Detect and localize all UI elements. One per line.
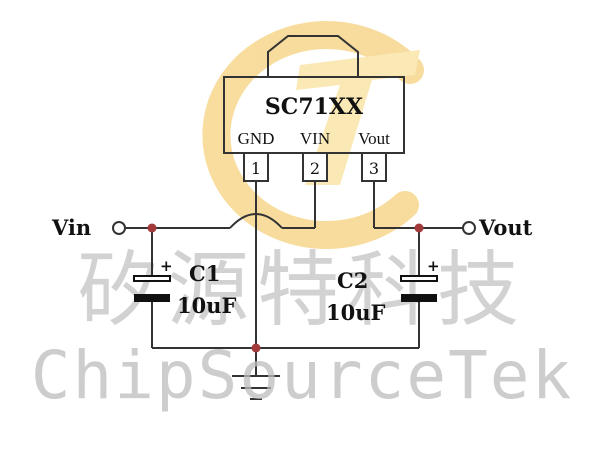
pin-label-vin: VIN: [300, 129, 330, 148]
c2-value: 10uF: [326, 300, 385, 325]
ground-symbol: [232, 375, 280, 400]
label-vout: Vout: [478, 215, 533, 240]
wires: [126, 181, 462, 375]
pin-3-number: 3: [369, 159, 379, 178]
capacitor-c2: + C2 10uF: [326, 257, 440, 325]
pin-3-box: [361, 152, 387, 182]
c1-ref: C1: [189, 261, 220, 286]
capacitor-c1: + C1 10uF: [133, 257, 236, 318]
c2-ref: C2: [337, 268, 368, 293]
terminal-vin: [112, 221, 126, 235]
c2-polarity: +: [427, 257, 440, 275]
watermark-english: ChipSourceTek: [31, 337, 574, 414]
terminal-vout: [462, 221, 476, 235]
c2-plate-positive: [400, 275, 438, 282]
c1-value: 10uF: [177, 293, 236, 318]
c1-plate-negative: [134, 294, 170, 302]
label-vin: Vin: [51, 215, 91, 240]
junctions: [147, 223, 424, 353]
pin-label-gnd: GND: [238, 129, 275, 148]
pin-label-vout: Vout: [358, 129, 390, 148]
watermark-chinese: 矽源特科技: [77, 243, 527, 338]
pin-2-box: [302, 152, 328, 182]
c1-plate-positive: [133, 275, 171, 282]
logo-t-bar: [296, 50, 420, 185]
pin-1-number: 1: [251, 159, 261, 178]
ic-package: SC71XX GND VIN Vout 1 2 3: [223, 35, 405, 182]
c2-plate-negative: [401, 294, 437, 302]
ic-name: SC71XX: [265, 94, 364, 120]
junction-vin-c1: [147, 223, 157, 233]
pin-2-number: 2: [310, 159, 320, 178]
ic-tab: [267, 35, 359, 77]
junction-vout-c2: [414, 223, 424, 233]
junction-ground: [251, 343, 261, 353]
c1-polarity: +: [160, 257, 173, 275]
